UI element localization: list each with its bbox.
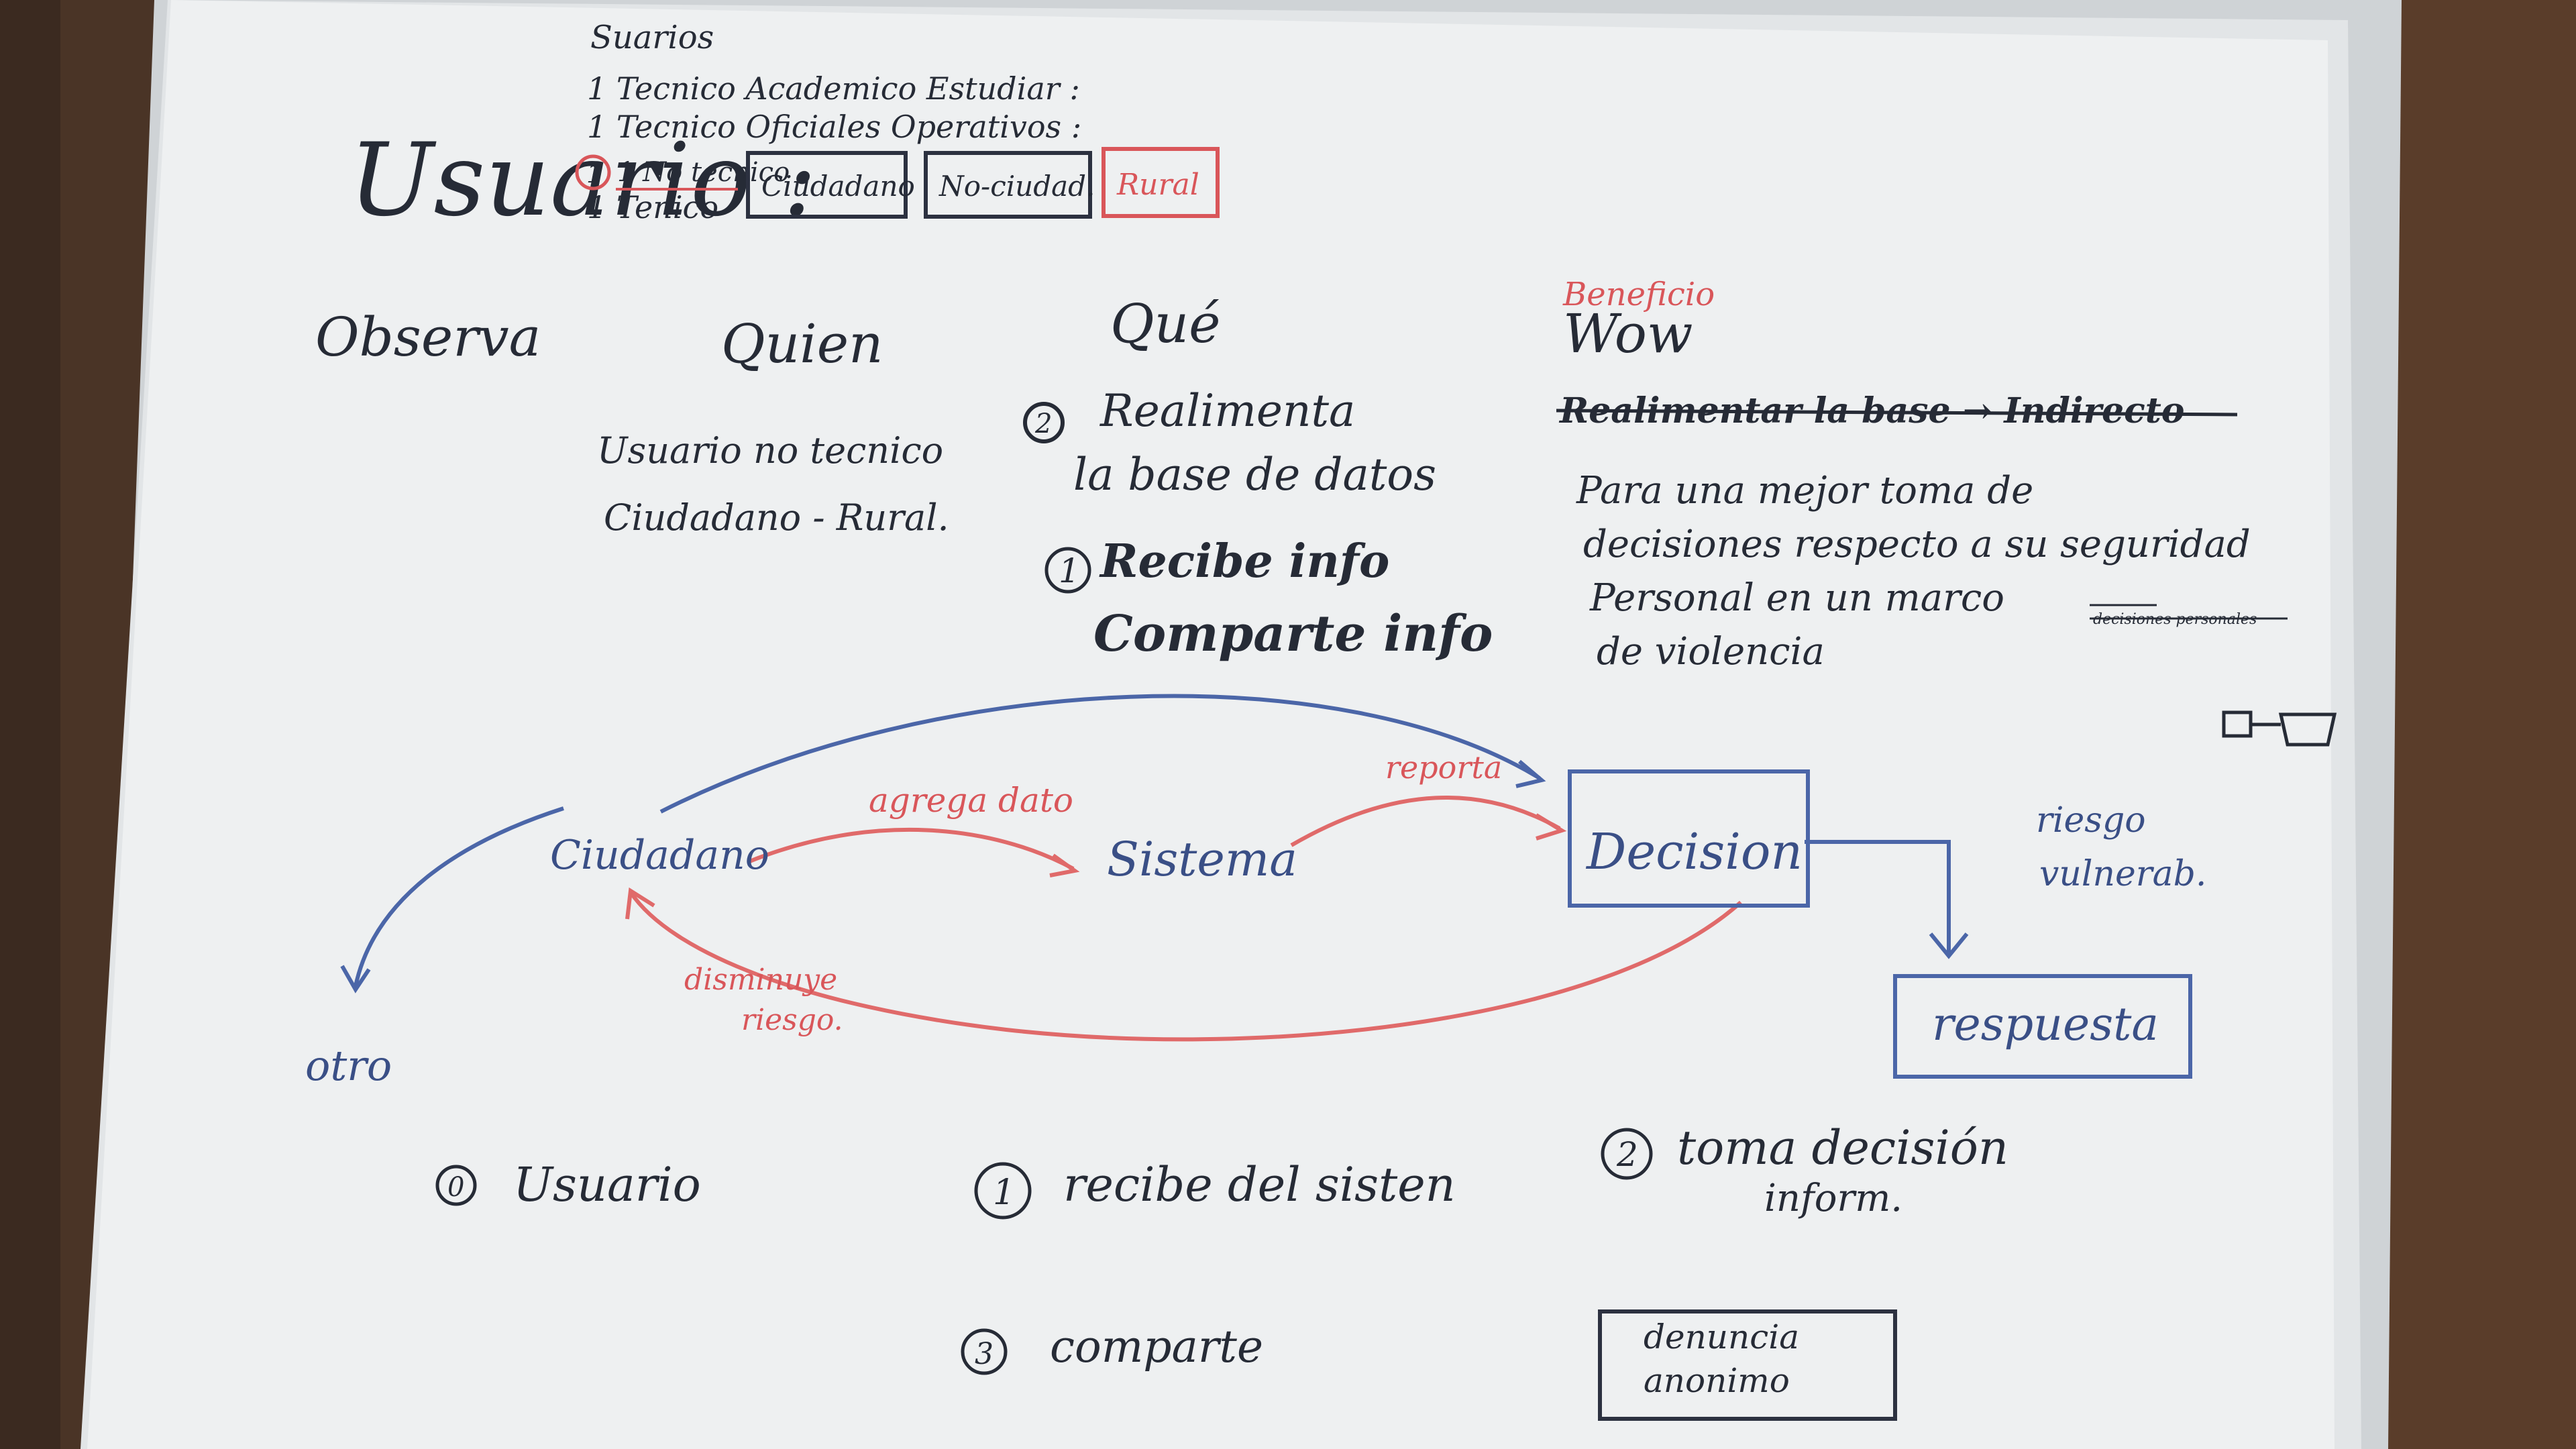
step-1-text: recibe del sisten bbox=[1063, 1157, 1456, 1212]
wow-line-1: Para una mejor toma de bbox=[1576, 469, 2033, 513]
node-respuesta-box bbox=[1893, 974, 2192, 1079]
column-beneficio: Beneficio bbox=[1562, 276, 1715, 313]
node-sistema: Sistema bbox=[1107, 832, 1297, 887]
box-ciudadano-label: Ciudadano bbox=[761, 170, 915, 203]
denuncia-box bbox=[1598, 1309, 1897, 1421]
column-que: Qué bbox=[1110, 292, 1220, 355]
step-2-text: toma decisión bbox=[1677, 1120, 2008, 1175]
node-otro: otro bbox=[305, 1041, 392, 1090]
circled-marker-text: 1 bbox=[586, 159, 602, 189]
quien-line-2: Ciudadano - Rural. bbox=[604, 496, 949, 539]
label-disminuye: disminuye bbox=[684, 963, 837, 997]
que-marker-2: 2 bbox=[1034, 409, 1052, 439]
arrowhead-ciudadano bbox=[625, 887, 655, 920]
node-respuesta: respuesta bbox=[1932, 998, 2159, 1051]
que-marker-2-circle bbox=[1023, 402, 1065, 443]
wow-line-2: decisiones respecto a su seguridad bbox=[1583, 523, 2251, 566]
wow-line-4: de violencia bbox=[1597, 630, 1825, 674]
users-heading: Suarios bbox=[590, 19, 714, 56]
node-decision: Decision bbox=[1585, 823, 1803, 881]
paper-front bbox=[87, 0, 2334, 1449]
arrowhead-otro bbox=[340, 965, 371, 994]
step-0-text: Usuario bbox=[513, 1157, 701, 1212]
circled-marker-red bbox=[575, 154, 611, 191]
box-no-ciudad bbox=[924, 151, 1092, 219]
arrowhead-sistema bbox=[1049, 853, 1080, 877]
step-1-marker: 1 bbox=[993, 1173, 1015, 1213]
arrow-to-otro bbox=[354, 806, 564, 987]
label-vulnerab: vulnerab. bbox=[2039, 854, 2206, 894]
que-marker-1-circle bbox=[1044, 547, 1091, 594]
box-rural-label: Rural bbox=[1116, 168, 1199, 202]
usuario-title: Usuario : bbox=[349, 122, 817, 239]
box-ciudadano bbox=[746, 151, 908, 219]
column-quien: Quien bbox=[721, 313, 883, 375]
step-3-circle bbox=[961, 1328, 1008, 1375]
step-2-circle bbox=[1601, 1128, 1653, 1180]
step-2-sub: inform. bbox=[1764, 1177, 1902, 1220]
user-line-4: 1 Tenico bbox=[587, 189, 718, 225]
desk-right bbox=[2375, 0, 2576, 1449]
label-agrega-dato: agrega dato bbox=[869, 781, 1073, 820]
arc-ciudadano-to-decision bbox=[659, 694, 1541, 814]
column-wow: Wow bbox=[1563, 303, 1693, 365]
desk-edge bbox=[0, 0, 60, 1449]
denuncia-line-2: anonimo bbox=[1644, 1361, 1790, 1400]
que-comparte-info: Comparte info bbox=[1093, 605, 1493, 663]
column-observa: Observa bbox=[315, 306, 541, 368]
label-riesgo-top: riesgo bbox=[2036, 800, 2146, 841]
step-2-marker: 2 bbox=[1616, 1135, 1638, 1174]
wow-line-3: Personal en un marco bbox=[1589, 576, 2004, 620]
step-3-marker: 3 bbox=[975, 1337, 994, 1371]
label-riesgo: riesgo. bbox=[741, 1003, 843, 1037]
arrow-disminuye-riesgo bbox=[629, 891, 1743, 1042]
box-no-ciudad-label: No-ciudad. bbox=[938, 170, 1095, 203]
arrowhead-respuesta bbox=[1929, 932, 1969, 959]
denuncia-line-1: denuncia bbox=[1644, 1318, 1799, 1356]
wow-strikethrough bbox=[1556, 409, 2238, 417]
box-rural bbox=[1102, 147, 1220, 218]
user-line-1: 1 Tecnico Academico Estudiar : bbox=[587, 70, 1080, 107]
node-ciudadano: Ciudadano bbox=[550, 832, 769, 879]
label-reporta: reporta bbox=[1385, 749, 1502, 786]
arrow-to-respuesta bbox=[1805, 840, 1951, 953]
que-marker-1: 1 bbox=[1059, 551, 1080, 590]
arrow-reporta bbox=[1290, 796, 1561, 847]
que-base-datos: la base de datos bbox=[1073, 449, 1436, 500]
step-0-circle bbox=[435, 1165, 477, 1206]
arrowhead-decision-top bbox=[1515, 759, 1546, 788]
user-line-2: 1 Tecnico Oficiales Operativos : bbox=[587, 109, 1081, 145]
que-recibe-info: Recibe info bbox=[1099, 535, 1389, 588]
arrow-agrega-dato bbox=[747, 827, 1075, 871]
user-line-3: 1 No tecnico bbox=[617, 157, 790, 188]
arrowhead-reporta bbox=[1535, 813, 1567, 841]
step-0-marker: 0 bbox=[447, 1172, 464, 1203]
camera-sketch bbox=[2222, 710, 2337, 747]
quien-line-1: Usuario no tecnico bbox=[597, 429, 943, 472]
step-1-circle bbox=[974, 1162, 1032, 1220]
step-3-text: comparte bbox=[1050, 1321, 1263, 1373]
node-decision-box bbox=[1568, 769, 1810, 908]
que-realimenta: Realimenta bbox=[1099, 385, 1355, 437]
